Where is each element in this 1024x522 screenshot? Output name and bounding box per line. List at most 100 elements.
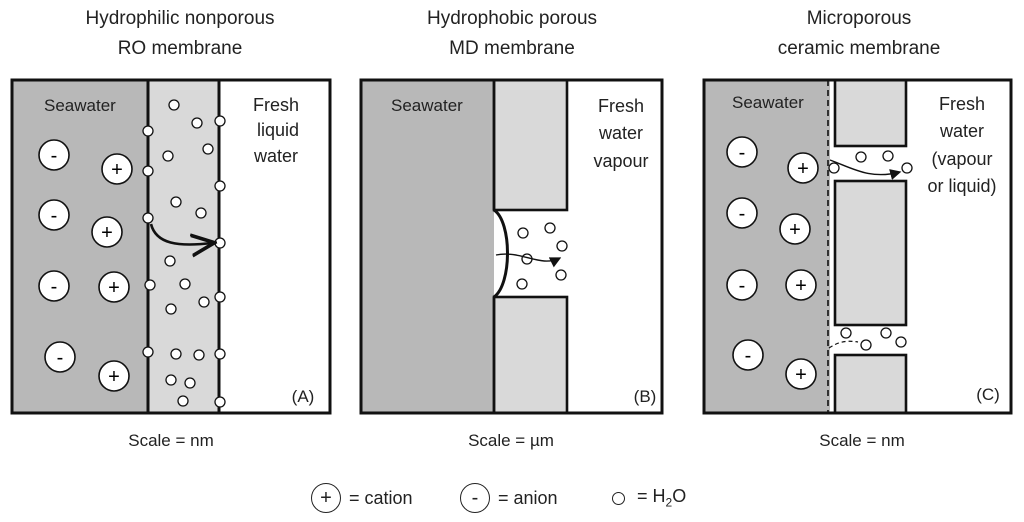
water-molecule: [162, 150, 174, 162]
legend-cation: + = cation: [311, 478, 413, 518]
panel-b-fresh-label-1: Fresh: [598, 96, 644, 116]
water-molecule: [193, 349, 205, 361]
panel-b: Seawater Fresh water vapour (B): [359, 78, 664, 415]
svg-text:-: -: [739, 142, 746, 164]
water-molecule: [544, 222, 556, 234]
panel-a-fresh-label-1: Fresh: [253, 95, 299, 115]
cation: +: [91, 216, 123, 248]
svg-text:+: +: [101, 222, 113, 244]
water-molecule: [144, 279, 156, 291]
panel-a-membrane-region: [148, 80, 219, 413]
cation: +: [98, 271, 130, 303]
panel-a-title: Hydrophilic nonporous RO membrane: [30, 4, 330, 64]
anion: -: [38, 270, 70, 302]
legend-water: = H2O: [612, 478, 686, 518]
water-molecule: [177, 395, 189, 407]
panel-b-seawater-label: Seawater: [391, 96, 463, 115]
water-molecule: [142, 125, 154, 137]
panel-c-seawater-label: Seawater: [732, 93, 804, 112]
water-molecule: [214, 180, 226, 192]
panel-b-membrane-upper: [492, 78, 569, 212]
panel-c-fresh-label-4: or liquid): [927, 176, 996, 196]
svg-text:+: +: [795, 364, 807, 386]
panel-c-fresh-label-3: (vapour: [931, 149, 992, 169]
water-molecule: [214, 348, 226, 360]
panel-b-title-line2: MD membrane: [449, 38, 575, 59]
water-molecule: [214, 115, 226, 127]
cation: +: [98, 360, 130, 392]
svg-text:+: +: [111, 159, 123, 181]
panel-c: Seawater Fresh water (vapour or liquid) …: [702, 78, 1013, 415]
panel-c-membrane-middle: [833, 179, 908, 327]
water-molecule: [164, 255, 176, 267]
legend-water-label: = H2O: [637, 486, 687, 510]
water-molecule: [195, 207, 207, 219]
water-molecules: [828, 150, 913, 351]
panel-a-fresh-label-3: water: [253, 146, 298, 166]
water-molecule: [880, 327, 892, 339]
water-molecule: [901, 162, 913, 174]
water-molecule: [214, 291, 226, 303]
water-molecule: [170, 196, 182, 208]
panel-a-fresh-label-2: liquid: [257, 120, 299, 140]
anion: -: [38, 139, 70, 171]
water-molecule: [142, 165, 154, 177]
anion: -: [726, 136, 758, 168]
panel-c-title: Microporous ceramic membrane: [709, 4, 1009, 64]
cation-icon: +: [311, 483, 341, 513]
water-molecule: [191, 117, 203, 129]
panel-c-title-line2: ceramic membrane: [777, 38, 941, 59]
panel-c-fresh-label-1: Fresh: [939, 94, 985, 114]
svg-text:-: -: [739, 203, 746, 225]
panel-c-frame: [702, 78, 1013, 415]
panel-a-label: (A): [292, 387, 315, 406]
anion: -: [726, 269, 758, 301]
panel-a-frame: [10, 78, 332, 415]
panel-a-title-line2: RO membrane: [117, 38, 243, 59]
panel-b-scale: Scale = µm: [468, 431, 554, 450]
panel-a-transport-arrow: [149, 223, 212, 245]
cation: +: [785, 269, 817, 301]
legend-cation-label: = cation: [349, 487, 413, 508]
legend-anion: - = anion: [460, 478, 558, 518]
panel-b-fresh-label-3: vapour: [593, 151, 648, 171]
panel-a-fresh-region: [219, 80, 330, 413]
panel-b-meniscus: [492, 208, 509, 299]
svg-text:-: -: [739, 275, 746, 297]
water-molecule: [142, 346, 154, 358]
anion: -: [726, 197, 758, 229]
anion-icon: -: [460, 483, 490, 513]
water-molecule: [214, 237, 226, 249]
panel-b-fresh-label-2: water: [598, 123, 643, 143]
panel-b-title-line1: Hydrophobic porous: [426, 8, 598, 29]
panel-c-membrane-bottom: [833, 353, 908, 415]
water-molecule: [202, 143, 214, 155]
panel-a-scale: Scale = nm: [128, 431, 214, 450]
legend: + = cation - = anion = H2O: [0, 478, 1024, 518]
water-molecule: [828, 162, 840, 174]
svg-text:-: -: [51, 205, 58, 227]
panel-c-upper-pore-arrow: [829, 159, 902, 180]
svg-text:-: -: [51, 276, 58, 298]
water-molecule-icon: [612, 491, 625, 505]
panel-a-title-line1: Hydrophilic nonporous: [85, 8, 275, 29]
svg-text:+: +: [108, 366, 120, 388]
anion: -: [44, 341, 76, 373]
water-molecule: [882, 150, 894, 162]
water-molecule: [840, 327, 852, 339]
panel-b-membrane-lower: [492, 295, 569, 415]
water-molecule: [142, 212, 154, 224]
water-molecule: [855, 151, 867, 163]
water-molecule: [556, 240, 568, 252]
svg-text:+: +: [797, 158, 809, 180]
panel-a: Seawater Fresh liquid water (A) - + - + …: [10, 78, 332, 415]
panel-a-seawater-label: Seawater: [44, 96, 116, 115]
svg-text:+: +: [108, 277, 120, 299]
panel-c-fresh-label-2: water: [939, 121, 984, 141]
water-molecules: [142, 99, 226, 408]
svg-text:-: -: [57, 347, 64, 369]
panel-c-scale: Scale = nm: [819, 431, 905, 450]
water-molecule: [516, 278, 528, 290]
panel-b-title: Hydrophobic porous MD membrane: [362, 4, 662, 64]
svg-text:-: -: [745, 345, 752, 367]
